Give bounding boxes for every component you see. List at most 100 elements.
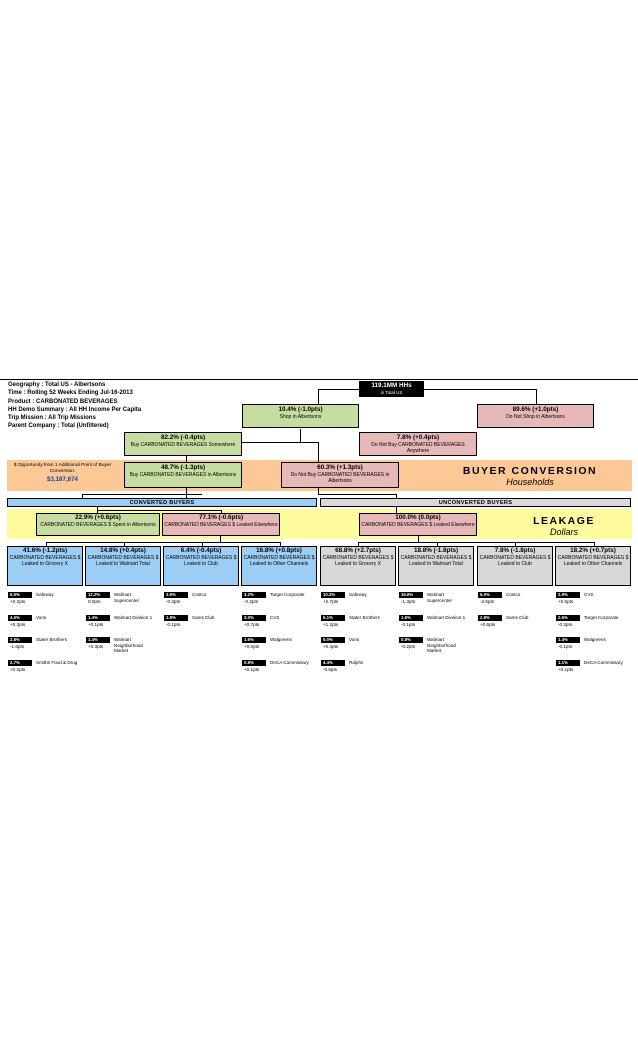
channel-box: 18.8% (-1.8pts) CARBONATED BEVERAGES $ L… bbox=[398, 546, 474, 586]
buy-somewhere-box: 82.2% (-0.4pts) Buy CARBONATED BEVERAGES… bbox=[124, 432, 242, 456]
retailer-share-badge: 1.1% bbox=[556, 659, 580, 666]
retailer-share-badge: 5.1% bbox=[321, 614, 345, 621]
retailer-share-badge: 2.8% bbox=[478, 614, 502, 621]
channel-label: CARBONATED BEVERAGES $ Leaked to Other C… bbox=[243, 555, 315, 568]
retailer-share-change: -2.5pts bbox=[480, 599, 495, 604]
retailer-name: Ralphs bbox=[349, 659, 364, 665]
channel-box: 68.8% (+2.7pts) CARBONATED BEVERAGES $ L… bbox=[320, 546, 396, 586]
hh-demo-filter: HH Demo Summary : All HH Income Per Capi… bbox=[8, 406, 142, 413]
channel-pct: 18.8% (-1.8pts) bbox=[413, 547, 459, 554]
retailer-share-change: +0.1pts bbox=[88, 621, 104, 627]
not-buy-in-store-pct: 60.3% (+1.3pts) bbox=[317, 464, 363, 471]
retailer-name: CVS bbox=[584, 592, 594, 597]
retailer-name: Smiths Food & Drug bbox=[36, 659, 78, 665]
channel-pct: 7.8% (-1.8pts) bbox=[494, 547, 536, 554]
channel-box: 14.8% (+0.4pts) CARBONATED BEVERAGES $ L… bbox=[85, 546, 161, 586]
opportunity-text: $ Opportunity from 1 Additional Point of… bbox=[13, 463, 112, 474]
time-filter: Time : Rolling 52 Weeks Ending Jul-16-20… bbox=[8, 390, 133, 397]
spent-in-store-box: 22.9% (+0.6pts) CARBONATED BEVERAGES $ S… bbox=[36, 513, 160, 536]
geography-filter: Geography : Total US - Albertsons bbox=[8, 382, 106, 388]
shop-in-store-pct: 10.4% (-1.0pts) bbox=[278, 406, 323, 413]
retailer-share-badge: 4.5% bbox=[8, 614, 32, 621]
retailer-entry: 16.6%-1.3pts Walmart Supercenter bbox=[399, 592, 473, 612]
channel-box: 41.6% (-1.2pts) CARBONATED BEVERAGES $ L… bbox=[7, 546, 83, 586]
retailer-name: Walmart Supercenter bbox=[427, 592, 453, 603]
retailer-entry: 10.2%+2.7pts Safeway bbox=[321, 592, 395, 612]
converted-buyers-header: CONVERTED BUYERS bbox=[7, 498, 317, 507]
unconverted-leaked-pct: 100.0% (0.0pts) bbox=[395, 514, 441, 521]
retailer-share-badge: 2.9% bbox=[556, 592, 580, 598]
retailer-share-badge: 16.6% bbox=[399, 592, 423, 598]
retailer-share-change: +0.3pts bbox=[10, 621, 26, 627]
retailer-share-change: -1.3pts bbox=[401, 599, 416, 604]
retailer-share-change: +0.2pts bbox=[10, 599, 26, 604]
retailer-name: Walmart Division 1 bbox=[427, 614, 466, 620]
retailer-share-badge: 5.0% bbox=[478, 592, 502, 598]
retailer-name: Walmart Neighborhood Market bbox=[114, 637, 143, 654]
retailer-name: Safeway bbox=[349, 592, 367, 597]
retailer-share-change: +0.3pts bbox=[88, 644, 104, 649]
channel-label: CARBONATED BEVERAGES $ Leaked to Walmart… bbox=[87, 555, 159, 568]
retailer-share-change: 0.0pts bbox=[88, 599, 101, 604]
not-buy-in-store-label: Do Not Buy CARBONATED BEVERAGES in Alber… bbox=[290, 472, 390, 485]
retailer-entry: 12.2%0.0pts Walmart Supercenter bbox=[86, 592, 160, 612]
retailer-share-change: +1.2pts bbox=[323, 621, 339, 627]
retailer-entry: 4.5%+0.3pts Vons bbox=[8, 614, 82, 635]
retailer-name: DeCA Commissary bbox=[270, 659, 309, 665]
retailer-share-change: +0.4pts bbox=[323, 644, 339, 649]
retailer-name: Vons bbox=[36, 614, 47, 620]
total-households-value: 119.1MM HHs bbox=[371, 382, 412, 389]
retailer-share-change: -0.2pts bbox=[244, 599, 259, 604]
retailer-share-change: +2.7pts bbox=[323, 599, 339, 604]
retailer-share-badge: 1.6% bbox=[242, 637, 266, 643]
retailer-share-badge: 10.2% bbox=[321, 592, 345, 598]
retailer-share-badge: 12.2% bbox=[86, 592, 110, 598]
shop-in-store-box: 10.4% (-1.0pts) Shop in Albertsons bbox=[242, 404, 359, 428]
unconverted-leaked-box: 100.0% (0.0pts) CARBONATED BEVERAGES $ L… bbox=[359, 513, 477, 536]
retailer-share-change: +0.6pts bbox=[480, 621, 496, 627]
channel-label: CARBONATED BEVERAGES $ Leaked to Club bbox=[479, 555, 551, 568]
opportunity-callout: $ Opportunity from 1 Additional Point of… bbox=[10, 463, 115, 484]
retailer-name: Walmart Division 1 bbox=[114, 614, 153, 620]
channel-pct: 16.8% (+0.8pts) bbox=[256, 547, 302, 554]
buy-in-store-box: 48.7% (-1.3pts) Buy CARBONATED BEVERAGES… bbox=[124, 462, 242, 488]
retailer-share-change: +0.2pts bbox=[10, 666, 26, 672]
retailer-name: Safeway bbox=[36, 592, 54, 597]
retailer-name: Walmart Supercenter bbox=[114, 592, 140, 603]
spent-in-store-pct: 22.9% (+0.6pts) bbox=[75, 514, 121, 521]
retailer-share-badge: 3.0% bbox=[242, 614, 266, 621]
retailer-share-badge: 1.6% bbox=[399, 614, 423, 621]
not-shop-in-store-pct: 89.6% (+1.0pts) bbox=[512, 406, 559, 413]
retailer-share-badge: 2.6% bbox=[556, 614, 580, 621]
retailer-name: Target Corporate bbox=[584, 614, 619, 620]
retailer-share-change: -0.3pts bbox=[558, 621, 573, 627]
channel-pct: 6.4% (-0.4pts) bbox=[180, 547, 222, 554]
not-buy-anywhere-box: 7.8% (+0.4pts) Do Not Buy CARBONATED BEV… bbox=[359, 432, 477, 456]
retailer-share-change: +0.7pts bbox=[244, 621, 260, 627]
channel-label: CARBONATED BEVERAGES $ Leaked to Club bbox=[165, 555, 237, 568]
retailer-share-change: -1.6pts bbox=[10, 644, 25, 649]
retailer-share-badge: 2.8% bbox=[8, 637, 32, 643]
parent-company-filter: Parent Company : Total (Unfiltered) bbox=[8, 423, 109, 430]
retailer-share-change: -0.1pts bbox=[166, 621, 181, 627]
unconverted-leaked-label: CARBONATED BEVERAGES $ Leaked Elsewhere bbox=[361, 522, 475, 528]
buyer-conversion-subtitle: Households bbox=[506, 477, 554, 487]
retailer-name: Walgreens bbox=[270, 637, 292, 642]
leaked-elsewhere-box: 77.1% (-0.6pts) CARBONATED BEVERAGES $ L… bbox=[162, 513, 280, 536]
